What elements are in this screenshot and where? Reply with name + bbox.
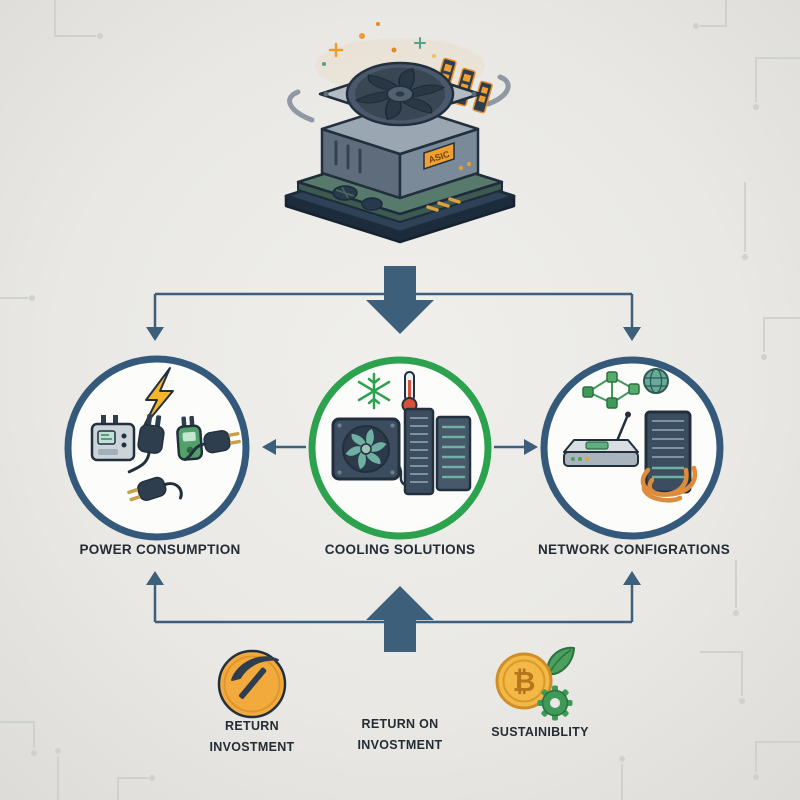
return-on-investment-line1: RETURN ON <box>361 717 439 731</box>
network-topology-icon <box>582 371 640 409</box>
power-meter-icon <box>90 415 136 462</box>
plug-icon <box>127 476 183 502</box>
asic-badge <box>423 141 455 171</box>
return-on-investment-line2: INVOSTMENT <box>357 738 443 752</box>
pickaxe-badge-icon <box>217 649 287 719</box>
leaf-icon <box>546 646 575 676</box>
sustainability-badge-icon: ₿ <box>495 646 575 721</box>
return-investment-line1: RETURN <box>225 719 279 733</box>
server-rack-icon <box>403 407 472 496</box>
cables-icon <box>640 465 698 503</box>
cooling-solutions-label: COOLING SOLUTIONS <box>324 542 476 557</box>
top-flow-arrow <box>366 266 434 334</box>
connector-arrowheads <box>146 327 641 585</box>
server-cables-icon <box>640 410 698 503</box>
return-investment-label: RETURN INVOSTMENT <box>210 716 295 758</box>
globe-icon <box>643 368 669 394</box>
cooling-cable <box>397 465 406 487</box>
network-configuration-icons <box>563 368 698 503</box>
pickaxe-icon <box>231 656 279 699</box>
return-investment-line2: INVOSTMENT <box>209 740 295 754</box>
miner-handle <box>287 89 315 123</box>
router-icon <box>563 411 639 467</box>
network-configurations-label: NETWORK CONFIGRATIONS <box>537 542 731 557</box>
charger-icon <box>176 415 204 461</box>
snowflake-icon <box>357 372 391 410</box>
psu-fan-icon <box>331 417 401 481</box>
plug-icon <box>183 430 241 461</box>
fan-icon <box>354 67 446 121</box>
power-consumption-icons <box>90 367 241 502</box>
plug-icon <box>127 413 165 474</box>
sparks-icon <box>322 22 436 66</box>
bitcoin-icon: ₿ <box>495 652 553 710</box>
power-consumption-label: POWER CONSUMPTION <box>79 542 241 557</box>
sustainability-label: SUSTAINIBLITY <box>491 725 589 739</box>
gear-icon <box>537 685 573 721</box>
bottom-flow-arrow <box>366 586 434 652</box>
miner-illustration: ASIC <box>284 22 516 244</box>
return-on-investment-label: RETURN ON INVOSTMENT <box>358 714 443 756</box>
cooling-solutions-icons <box>331 371 472 496</box>
thermometer-icon <box>401 371 418 413</box>
bitcoin-symbol: ₿ <box>513 665 536 698</box>
